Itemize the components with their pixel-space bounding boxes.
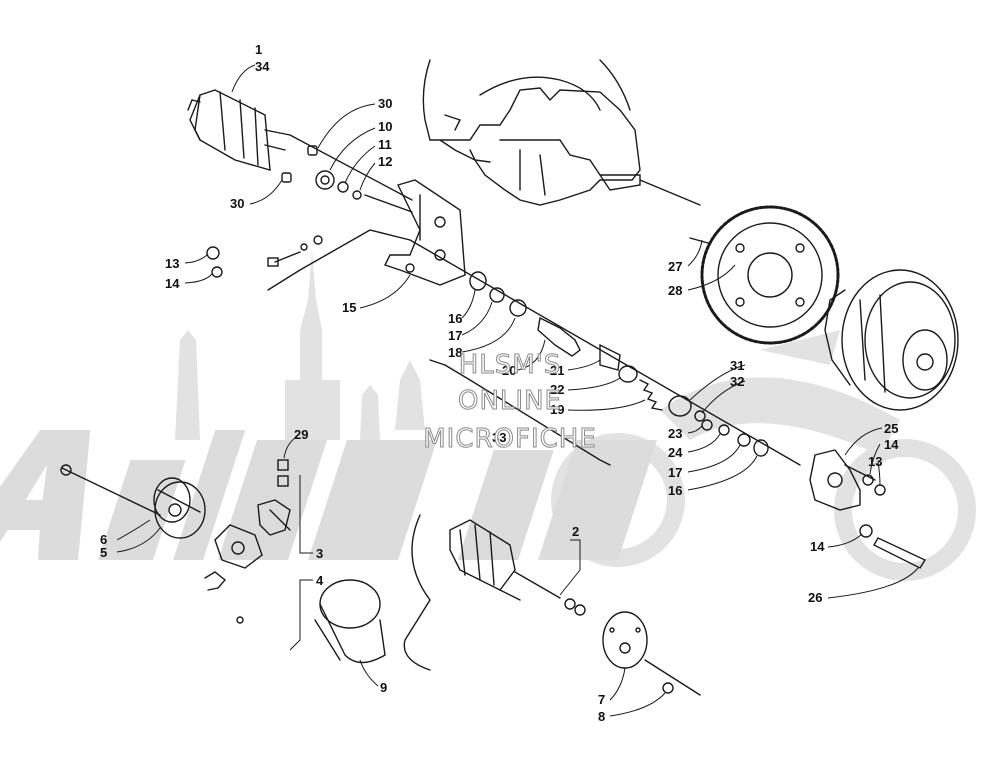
end-plate-7 bbox=[602, 611, 648, 669]
washer-14c bbox=[859, 524, 873, 538]
callout-14c: 14 bbox=[810, 539, 825, 554]
engine-block bbox=[422, 59, 701, 206]
armature-2 bbox=[449, 519, 561, 601]
callout-12: 12 bbox=[378, 154, 392, 169]
callout-30: 30 bbox=[378, 96, 392, 111]
callout-24: 24 bbox=[668, 445, 683, 460]
leader-lines bbox=[116, 64, 919, 717]
watermark-line-3: MICROFICHE bbox=[423, 424, 597, 455]
starter-motor bbox=[187, 89, 291, 171]
washer-17b bbox=[737, 433, 751, 447]
sprocket-28 bbox=[700, 205, 840, 345]
watermark-line-2: ONLINE bbox=[458, 386, 562, 417]
washer-23 bbox=[701, 419, 713, 431]
drive-clutch bbox=[824, 269, 959, 411]
callout-labels: 1 34 30 10 11 12 30 13 14 15 27 28 16 17… bbox=[100, 42, 899, 724]
nut-8 bbox=[662, 682, 674, 694]
mounting-bracket bbox=[384, 179, 466, 286]
bushing-16 bbox=[469, 271, 487, 291]
washer-17 bbox=[489, 287, 505, 303]
callout-18: 18 bbox=[448, 345, 462, 360]
callout-13b: 13 bbox=[868, 454, 882, 469]
washer-12 bbox=[352, 190, 362, 200]
callout-28: 28 bbox=[668, 283, 682, 298]
collar-22 bbox=[618, 365, 638, 383]
watermark-line-1: HLSM'S bbox=[458, 350, 562, 381]
callout-8: 8 bbox=[598, 709, 605, 724]
bolt-26 bbox=[873, 537, 927, 569]
callout-2: 2 bbox=[572, 524, 579, 539]
nut-13b bbox=[874, 484, 886, 496]
bolt-30-top bbox=[307, 145, 318, 156]
callout-21: 21 bbox=[550, 363, 564, 378]
callout-25: 25 bbox=[884, 421, 898, 436]
callout-13: 13 bbox=[165, 256, 179, 271]
callout-6: 6 bbox=[100, 532, 107, 547]
callout-17: 17 bbox=[448, 328, 462, 343]
callout-19: 19 bbox=[550, 402, 564, 417]
gear-10 bbox=[315, 170, 335, 190]
callout-22: 22 bbox=[550, 382, 564, 397]
callout-20: 20 bbox=[502, 363, 516, 378]
end-housing-25 bbox=[809, 449, 876, 511]
callout-14b: 14 bbox=[884, 437, 899, 452]
callout-33: 33 bbox=[492, 430, 506, 445]
bendix-shaft bbox=[537, 316, 581, 357]
callout-16b: 16 bbox=[668, 483, 682, 498]
callout-5: 5 bbox=[100, 545, 107, 560]
callout-17b: 17 bbox=[668, 465, 682, 480]
bushing-16b bbox=[753, 439, 769, 457]
spring-19 bbox=[639, 379, 663, 411]
callout-1: 1 bbox=[255, 42, 262, 57]
washer-14b bbox=[862, 474, 874, 486]
callout-26: 26 bbox=[808, 590, 822, 605]
bolt-30-bottom bbox=[281, 172, 292, 183]
callout-23: 23 bbox=[668, 426, 682, 441]
washer-11 bbox=[337, 181, 349, 193]
callout-3: 3 bbox=[316, 546, 323, 561]
callout-11: 11 bbox=[378, 137, 392, 152]
callout-27: 27 bbox=[668, 259, 682, 274]
washer-14 bbox=[211, 266, 223, 278]
washer-24 bbox=[718, 424, 730, 436]
callout-32: 32 bbox=[730, 374, 744, 389]
washer-32 bbox=[694, 410, 706, 422]
end-cap-5 bbox=[153, 477, 206, 539]
callout-7: 7 bbox=[598, 692, 605, 707]
callout-10: 10 bbox=[378, 119, 392, 134]
callout-9: 9 bbox=[380, 680, 387, 695]
brush-holder bbox=[214, 499, 291, 569]
watermark-brand bbox=[0, 430, 658, 560]
callout-4: 4 bbox=[316, 573, 324, 588]
bushing-31 bbox=[668, 395, 692, 417]
callout-34: 34 bbox=[255, 59, 270, 74]
field-housing-9 bbox=[314, 579, 386, 664]
gear-18 bbox=[509, 299, 527, 317]
callout-31: 31 bbox=[730, 358, 744, 373]
callout-15: 15 bbox=[342, 300, 356, 315]
callout-16: 16 bbox=[448, 311, 462, 326]
callout-30b: 30 bbox=[230, 196, 244, 211]
callout-14: 14 bbox=[165, 276, 180, 291]
nut-13 bbox=[206, 246, 220, 260]
callout-29: 29 bbox=[294, 427, 308, 442]
